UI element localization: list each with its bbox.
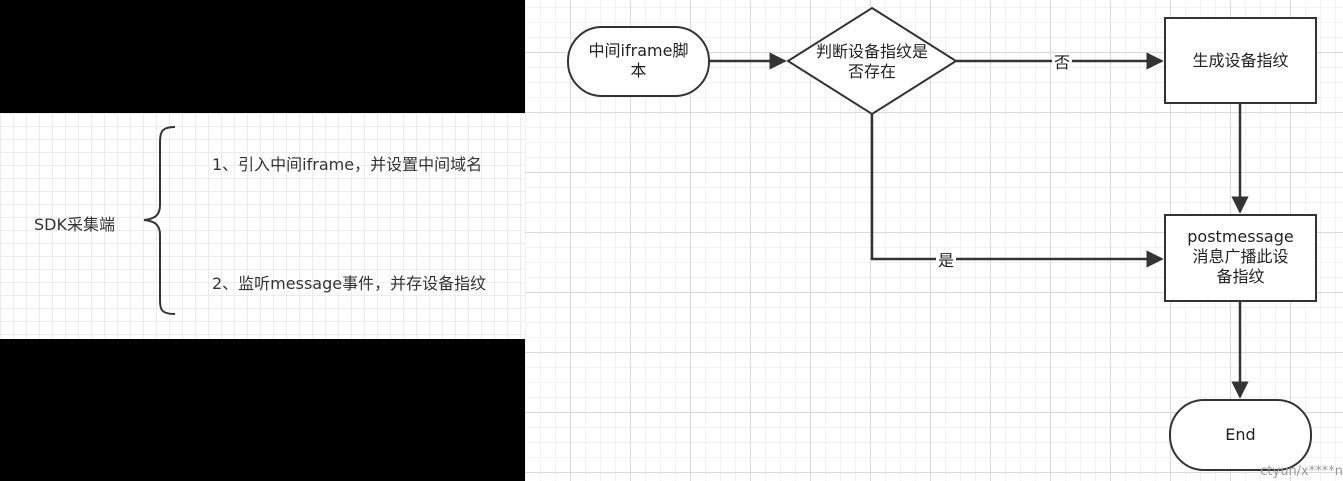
generate-node-shape <box>1164 17 1317 104</box>
decision-node-text: 判断设备指纹是 否存在 <box>792 42 952 82</box>
step-1-text: 1、引入中间iframe，并设置中间域名 <box>212 155 483 174</box>
black-area-top <box>0 0 525 113</box>
watermark-text: ctyun/x****n <box>1260 464 1343 479</box>
end-node-shape <box>1169 399 1312 471</box>
edge-label-yes: 是 <box>936 251 957 270</box>
start-node-line-1: 中间iframe脚 <box>588 41 689 60</box>
black-area-bottom <box>0 339 525 481</box>
start-node-text: 中间iframe脚 本 <box>568 41 709 81</box>
step-2-text: 2、监听message事件，并存设备指纹 <box>212 274 487 293</box>
broadcast-node-shape <box>1164 214 1317 302</box>
decision-node-line-1: 判断设备指纹是 <box>815 42 928 61</box>
broadcast-node-line-2: 消息广播此设 <box>1192 247 1289 266</box>
curly-brace-svg <box>143 126 176 315</box>
sdk-collector-panel: SDK采集端 1、引入中间iframe，并设置中间域名 2、监听message事… <box>0 113 525 339</box>
broadcast-node-line-1: postmessage <box>1187 227 1294 246</box>
curly-brace <box>143 126 176 315</box>
start-node-line-2: 本 <box>630 61 647 80</box>
sdk-collector-label: SDK采集端 <box>34 215 115 234</box>
broadcast-node-line-3: 备指纹 <box>1216 267 1265 286</box>
generate-node-text: 生成设备指纹 <box>1192 51 1289 70</box>
end-node-text: End <box>1225 425 1256 444</box>
edge-label-no: 否 <box>1052 53 1073 72</box>
decision-node-line-2: 否存在 <box>847 62 896 81</box>
flowchart-svg <box>567 6 1317 471</box>
broadcast-node-text: postmessage 消息广播此设 备指纹 <box>1165 227 1316 287</box>
edge-decision-to-broadcast <box>870 114 1164 268</box>
flowchart-panel: 中间iframe脚 本 判断设备指纹是 否存在 生成设备指纹 postmessa… <box>525 0 1343 481</box>
